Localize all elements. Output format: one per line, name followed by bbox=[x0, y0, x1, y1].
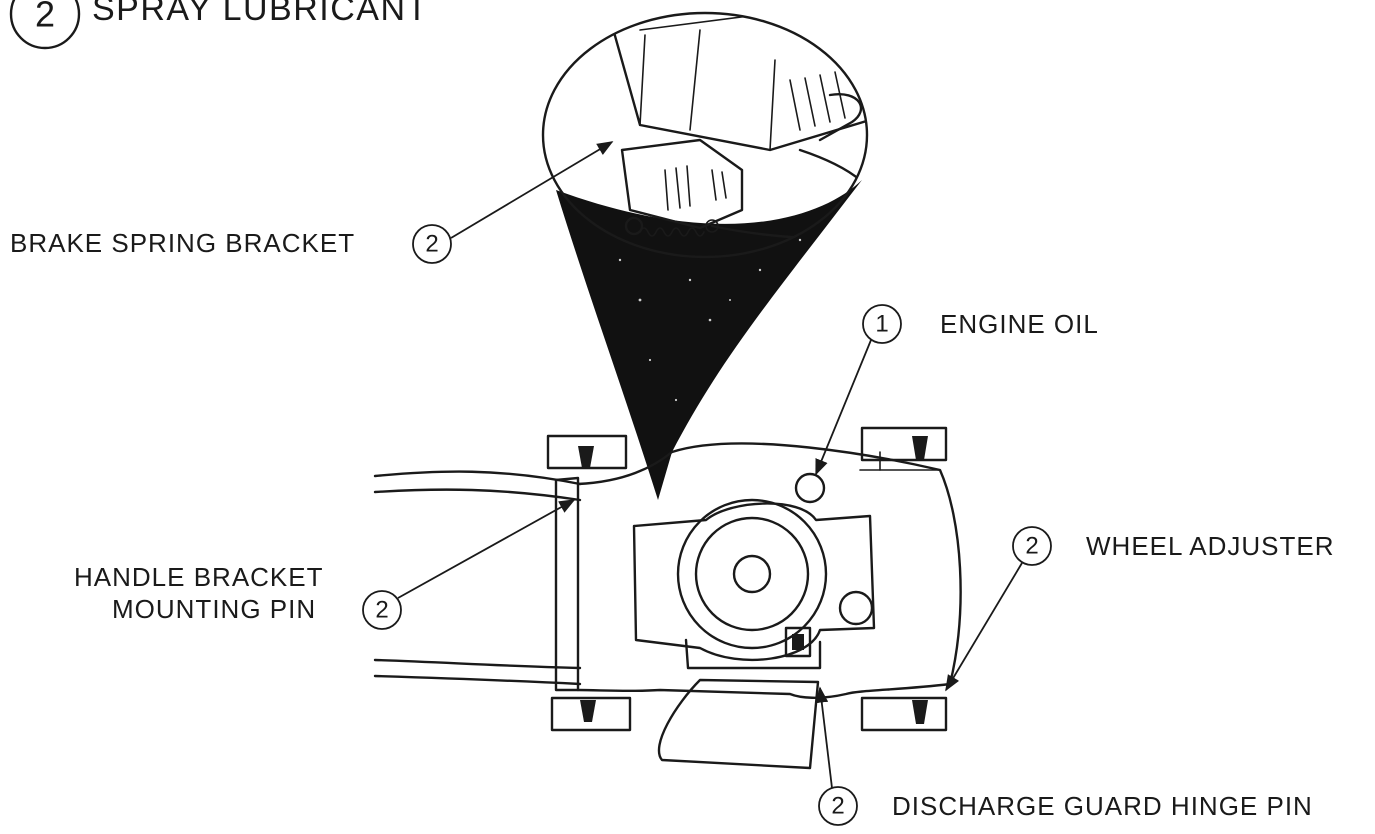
callout-label-line-2: MOUNTING PIN bbox=[112, 594, 316, 624]
callout-leader bbox=[450, 141, 614, 239]
callout-number-circle bbox=[412, 224, 452, 264]
bubble-outline bbox=[541, 11, 869, 259]
callout-label: WHEEL ADJUSTER bbox=[1086, 531, 1335, 561]
callout-leader bbox=[945, 562, 1023, 692]
engine-recoil-housing bbox=[676, 498, 828, 650]
rear-bar bbox=[554, 476, 580, 692]
detail-cone bbox=[556, 180, 862, 500]
callout-engine-oil: 1 ENGINE OIL bbox=[815, 304, 1099, 476]
callout-brake-spring-bracket: BRAKE SPRING BRACKET 2 bbox=[10, 141, 614, 264]
callout-label: DISCHARGE GUARD HINGE PIN bbox=[892, 791, 1313, 821]
engine-shroud bbox=[632, 502, 876, 662]
callout-handle-bracket-mounting-pin: HANDLE BRACKET MOUNTING PIN 2 bbox=[74, 499, 576, 630]
rear-right-wheel bbox=[550, 696, 632, 732]
oil-fill-cap bbox=[794, 472, 826, 504]
legend: 2 SPRAY LUBRICANT bbox=[9, 0, 429, 50]
callout-label: BRAKE SPRING BRACKET bbox=[10, 228, 355, 258]
callout-number-circle bbox=[362, 590, 402, 630]
callout-number: 2 bbox=[375, 597, 388, 624]
callout-discharge-guard-hinge-pin: 2 DISCHARGE GUARD HINGE PIN bbox=[815, 686, 1313, 826]
engine-center-hub bbox=[732, 554, 772, 594]
air-filter-cap bbox=[838, 590, 874, 626]
rear-left-wheel bbox=[546, 434, 628, 470]
callout-number-circle bbox=[862, 304, 902, 344]
front-left-wheel bbox=[860, 426, 948, 462]
handle-lower bbox=[373, 658, 582, 670]
handle-upper bbox=[373, 470, 582, 486]
callout-leader bbox=[815, 686, 833, 789]
handle-lower-inner bbox=[373, 674, 582, 686]
front-right-wheel bbox=[860, 696, 948, 732]
callout-number: 1 bbox=[875, 311, 888, 338]
callout-number: 2 bbox=[425, 231, 438, 258]
bubble-engine-drawing bbox=[608, 13, 867, 240]
callout-leader bbox=[815, 339, 872, 476]
callout-label: ENGINE OIL bbox=[940, 309, 1099, 339]
callout-leader bbox=[397, 499, 576, 599]
legend-number: 2 bbox=[35, 0, 55, 35]
callout-wheel-adjuster: 2 WHEEL ADJUSTER bbox=[945, 526, 1335, 692]
callout-label-line-1: HANDLE BRACKET bbox=[74, 562, 324, 592]
engine-starter-ring bbox=[694, 516, 810, 632]
callout-number: 2 bbox=[831, 793, 844, 820]
legend-number-circle bbox=[9, 0, 81, 50]
cone-speckle bbox=[618, 238, 802, 402]
callout-number-circle bbox=[818, 786, 858, 826]
mower-deck bbox=[576, 442, 962, 699]
handle-upper-inner bbox=[373, 488, 582, 502]
detail-bubble bbox=[541, 11, 869, 500]
mower-top-view bbox=[373, 426, 962, 770]
callout-number: 2 bbox=[1025, 533, 1038, 560]
legend-text: SPRAY LUBRICANT bbox=[92, 0, 429, 28]
callout-number-circle bbox=[1012, 526, 1052, 566]
discharge-guard bbox=[657, 678, 820, 770]
